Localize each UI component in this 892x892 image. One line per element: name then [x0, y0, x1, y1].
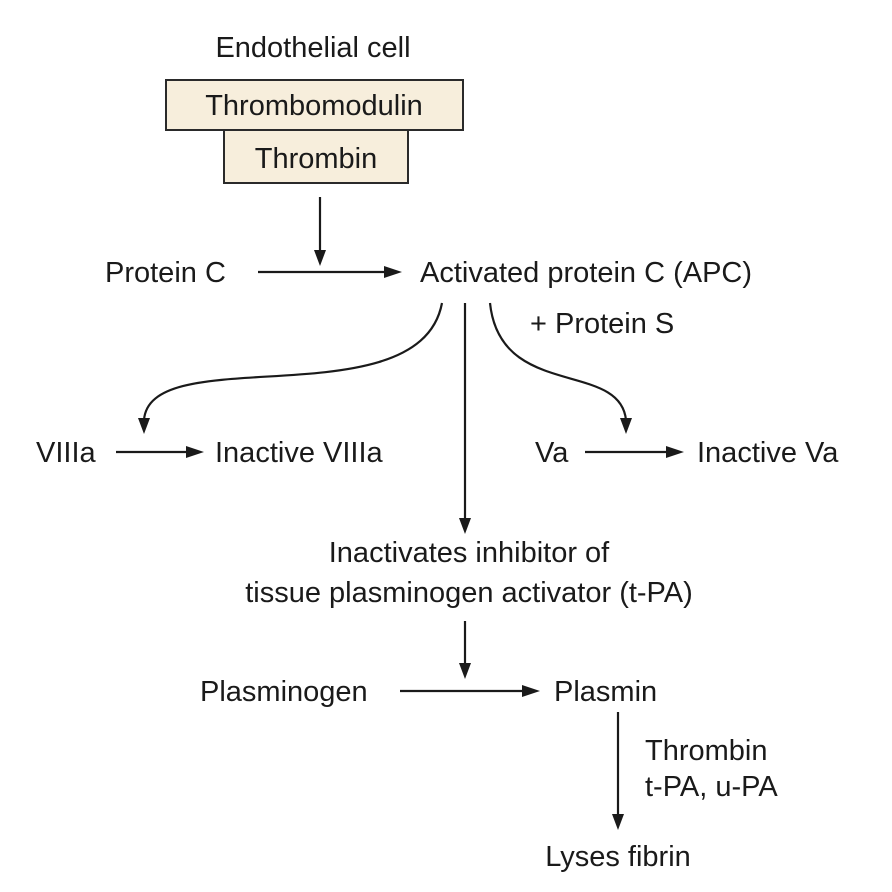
protein-s-label: + Protein S: [530, 308, 674, 340]
tpa-inhibitor-line2: tissue plasminogen activator (t-PA): [245, 577, 693, 609]
apc-label: Activated protein C (APC): [420, 257, 752, 289]
arrowhead-plasmin: [522, 685, 540, 697]
thrombin-box-label: Thrombin: [255, 143, 378, 175]
plasminogen-label: Plasminogen: [200, 676, 368, 708]
arrowhead-inactive-viiia: [186, 446, 204, 458]
arrowhead-va: [620, 418, 632, 434]
arrowhead-apc: [384, 266, 402, 278]
inactive-va-label: Inactive Va: [697, 437, 839, 469]
viiia-label: VIIIa: [36, 437, 97, 469]
endothelial-cell-label: Endothelial cell: [215, 32, 410, 64]
enzymes-line1: Thrombin: [645, 735, 768, 767]
thrombin-box: [223, 129, 409, 184]
arrowhead-tpa-down: [459, 663, 471, 679]
thrombomodulin-label: Thrombomodulin: [205, 90, 423, 122]
arrowhead-viiia: [138, 418, 150, 434]
thrombomodulin-box: [165, 79, 464, 131]
tpa-inhibitor-line1: Inactivates inhibitor of: [329, 537, 610, 569]
inactive-viiia-label: Inactive VIIIa: [215, 437, 384, 469]
va-label: Va: [535, 437, 569, 469]
arrowhead-inactive-va: [666, 446, 684, 458]
arrowhead-thrombin-down: [314, 250, 326, 266]
arrowhead-apc-down: [459, 518, 471, 534]
plasmin-label: Plasmin: [554, 676, 657, 708]
protein-c-label: Protein C: [105, 257, 226, 289]
lyses-fibrin-label: Lyses fibrin: [545, 841, 691, 873]
arrowhead-lyses-fibrin: [612, 814, 624, 830]
enzymes-line2: t-PA, u-PA: [645, 771, 778, 803]
arrow-apc-to-va: [488, 302, 628, 421]
arrow-apc-to-viiia: [142, 302, 444, 421]
